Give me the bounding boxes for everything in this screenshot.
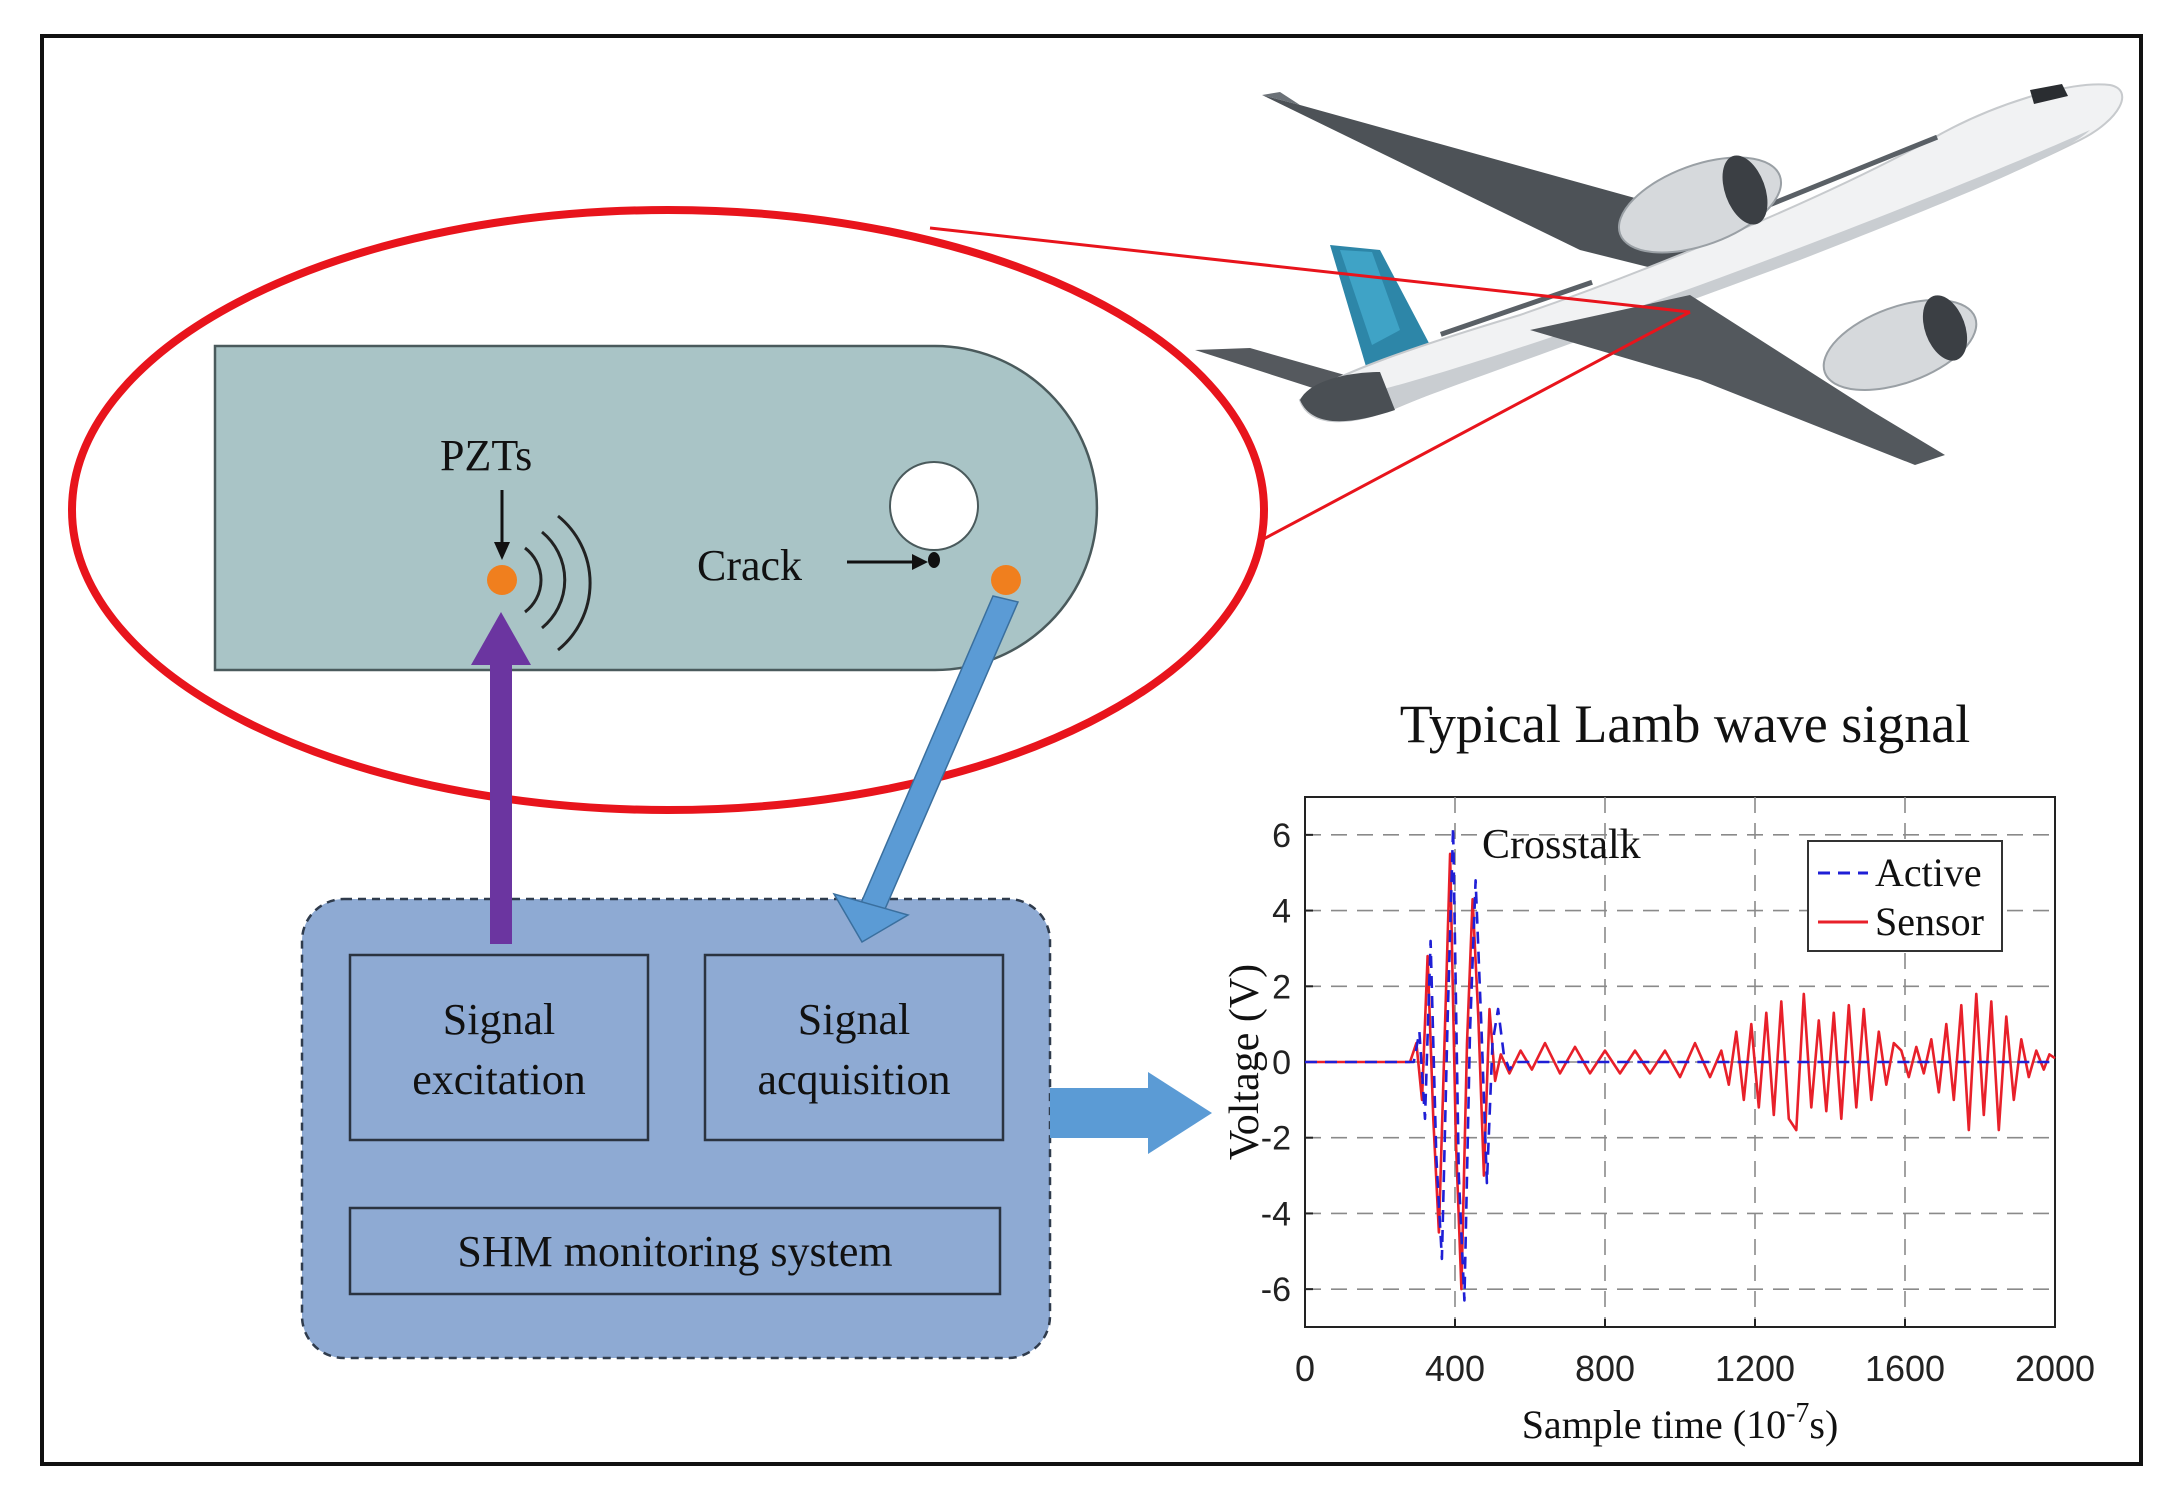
pzt-sensor-dot — [991, 565, 1021, 595]
y-tick-label-5: -4 — [1261, 1195, 1291, 1233]
y-tick-label-6: -6 — [1261, 1271, 1291, 1309]
output-arrow-shaft — [1050, 1088, 1150, 1138]
series-line-sensor — [1305, 852, 2056, 1291]
crosstalk-annotation: Crosstalk — [1482, 822, 1641, 868]
acquisition-arrow-head — [832, 892, 910, 944]
output-arrow-head — [1148, 1072, 1212, 1154]
legend-sensor-label: Sensor — [1875, 899, 1984, 944]
pzt-arrow-head — [494, 542, 510, 560]
shm-monitoring-box — [348, 1206, 1002, 1296]
legend-box — [1807, 840, 2003, 952]
signal-excitation-box — [348, 953, 650, 1142]
zoom-line-bottom — [1257, 310, 1691, 544]
shm-monitoring-label: SHM monitoring system — [457, 1227, 892, 1276]
crack-label: Crack — [697, 541, 802, 590]
excitation-arrow-head — [471, 612, 531, 665]
signal-acquisition-label-2: acquisition — [757, 1055, 950, 1104]
plate-hole — [889, 461, 979, 551]
airplane-icon — [1195, 83, 2124, 465]
x-axis-label-sup: -7 — [1786, 1398, 1809, 1429]
excitation-arrow-shaft — [490, 662, 512, 944]
x-tick-label-0: 0 — [1295, 1348, 1315, 1389]
crack-arrow-head — [912, 554, 928, 570]
signal-acquisition-box — [703, 953, 1005, 1142]
signal-excitation-label-2: excitation — [412, 1055, 586, 1104]
zoom-ellipse — [68, 206, 1268, 814]
x-axis-label: Sample time (10-7s) — [1522, 1398, 1839, 1447]
y-tick-label-4: -2 — [1261, 1120, 1291, 1158]
x-tick-label-2: 800 — [1575, 1348, 1635, 1389]
y-tick-label-0: 6 — [1272, 817, 1291, 855]
x-tick-label-4: 1600 — [1865, 1348, 1945, 1389]
chart-ticks: 0 400 800 1200 1600 2000 6 4 2 0 -2 -4 -6 — [1261, 817, 2095, 1389]
x-axis-label-main: Sample time (10 — [1522, 1402, 1786, 1447]
x-tick-label-1: 400 — [1425, 1348, 1485, 1389]
x-tick-label-5: 2000 — [2015, 1348, 2095, 1389]
x-tick-label-3: 1200 — [1715, 1348, 1795, 1389]
wave-arcs — [524, 514, 592, 652]
y-tick-label-1: 4 — [1272, 893, 1291, 931]
pzt-label: PZTs — [440, 431, 532, 480]
pzt-actuator-dot — [487, 565, 517, 595]
signal-acquisition-label-1: Signal — [798, 995, 910, 1044]
legend-active-label: Active — [1875, 850, 1982, 895]
structural-plate — [213, 344, 1099, 672]
y-axis-label: Voltage (V) — [1222, 964, 1268, 1160]
chart-legend: Active Sensor — [1807, 840, 2003, 952]
chart-title: Typical Lamb wave signal — [1400, 694, 1971, 754]
x-axis-label-tail: s) — [1809, 1402, 1838, 1447]
shm-system-box — [300, 897, 1052, 1360]
y-tick-label-2: 2 — [1272, 968, 1291, 1006]
signal-excitation-label-1: Signal — [443, 995, 555, 1044]
chart-series — [1305, 825, 2056, 1302]
series-line-active — [1305, 825, 2055, 1302]
zoom-line-top — [929, 226, 1691, 314]
y-tick-label-3: 0 — [1272, 1044, 1291, 1082]
crack-icon — [928, 552, 940, 568]
